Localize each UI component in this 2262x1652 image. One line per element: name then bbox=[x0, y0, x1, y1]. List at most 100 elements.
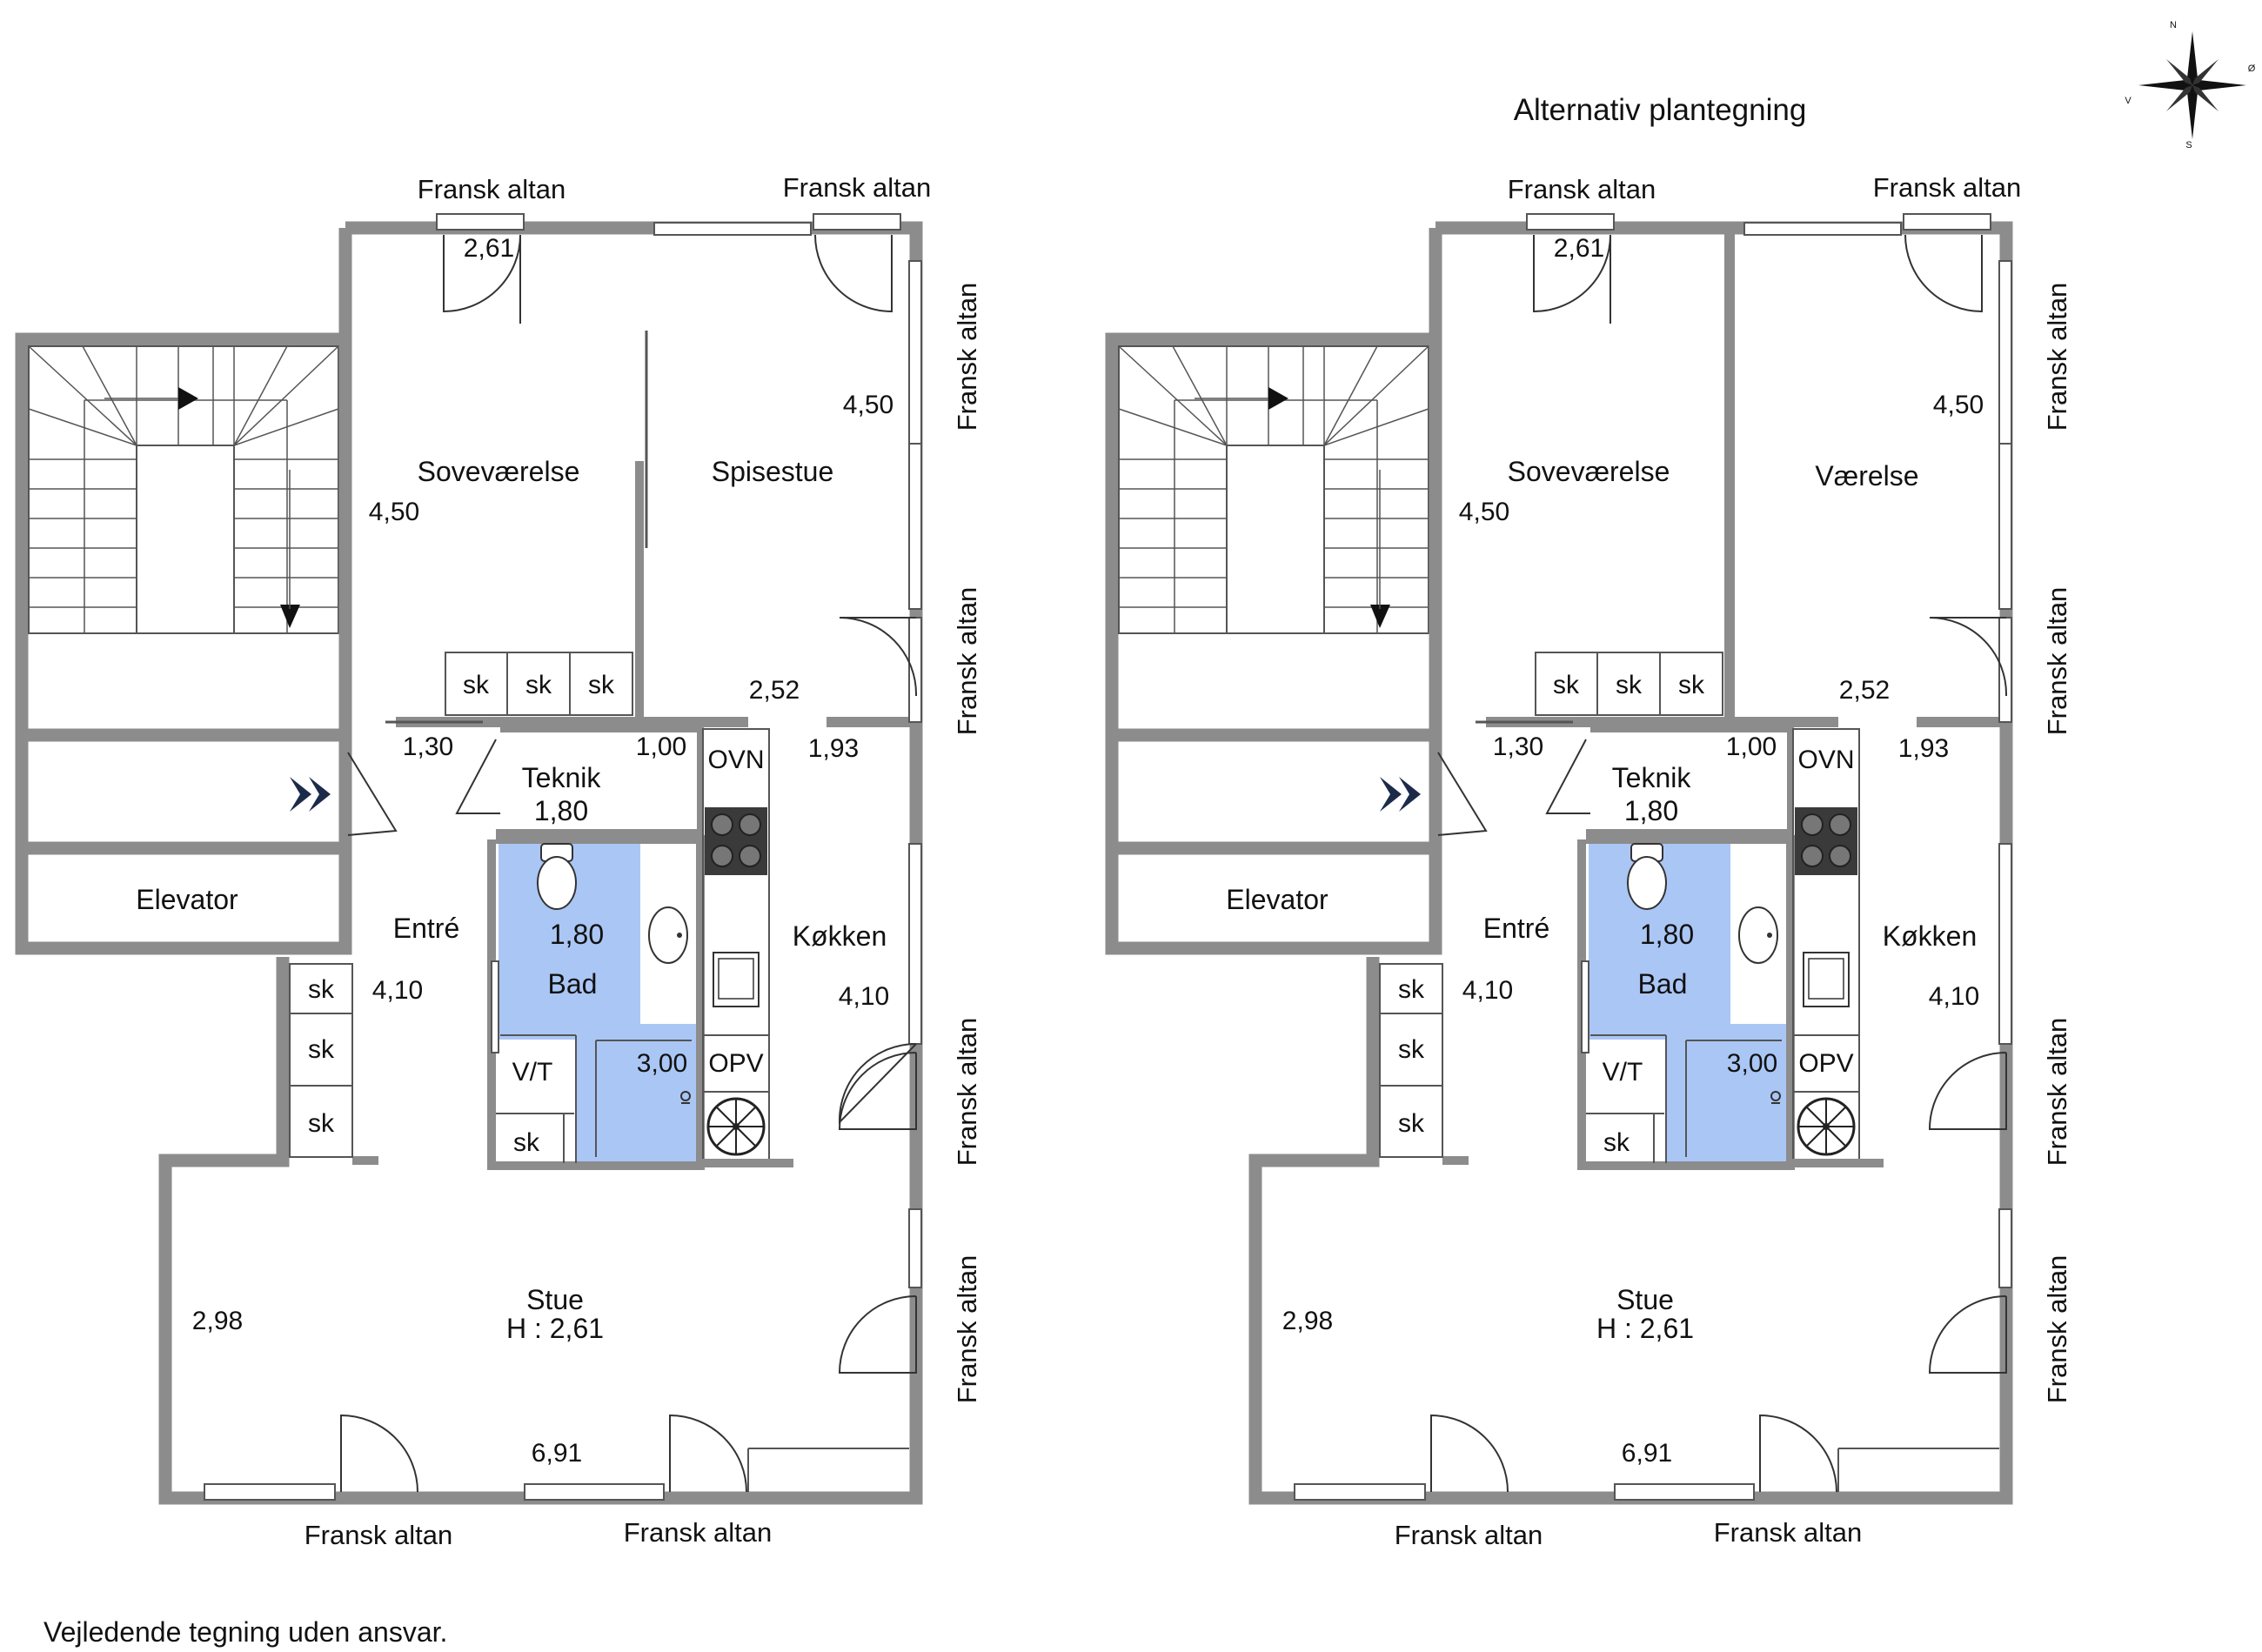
kitchen-label: Køkken bbox=[793, 920, 887, 952]
balcony-label: Fransk altan bbox=[2042, 1255, 2072, 1404]
closets-top: sk sk sk bbox=[1535, 652, 1723, 716]
disclaimer-note: Vejledende tegning uden ansvar. bbox=[44, 1616, 447, 1648]
balcony-door-top-right bbox=[814, 234, 893, 313]
plan-original: Elevator sk sk sk bbox=[15, 172, 982, 1550]
window bbox=[908, 1208, 922, 1288]
balcony-label: Fransk altan bbox=[418, 174, 566, 204]
right-room-label: Værelse bbox=[1815, 460, 1918, 492]
living-label: Stue bbox=[526, 1284, 584, 1315]
balcony-label: Fransk altan bbox=[2042, 587, 2072, 736]
dim-top-door: 2,61 bbox=[464, 234, 514, 263]
window bbox=[908, 260, 922, 445]
balcony-door-right-1 bbox=[1929, 617, 2008, 697]
sink-icon bbox=[648, 906, 688, 964]
balcony-door-right-1 bbox=[839, 617, 918, 697]
dim-right-h: 4,50 bbox=[843, 391, 893, 419]
dim-living-h: 2,98 bbox=[192, 1307, 243, 1335]
balcony-label: Fransk altan bbox=[1714, 1517, 1863, 1548]
balcony-door-bottom-right bbox=[669, 1414, 747, 1493]
balcony-door-right-2-swing bbox=[838, 1052, 917, 1130]
closet-label: sk bbox=[1553, 671, 1580, 699]
balcony-door-top-right bbox=[1904, 234, 1983, 313]
window bbox=[1526, 213, 1615, 231]
dim-entry-h: 4,10 bbox=[1462, 976, 1513, 1005]
window bbox=[908, 443, 922, 610]
closet-label: sk bbox=[308, 1035, 335, 1064]
entry-arrow-icon-part bbox=[1399, 777, 1421, 812]
dim-kitchen-h: 4,10 bbox=[1929, 982, 1979, 1011]
window bbox=[908, 617, 922, 723]
entry-door bbox=[347, 752, 398, 836]
shower-icon bbox=[680, 1091, 691, 1104]
toilet-icon bbox=[1627, 843, 1667, 910]
compass-north-label: N bbox=[2170, 20, 2177, 30]
bath-length-dim: 3,00 bbox=[1727, 1049, 1777, 1078]
toilet-icon bbox=[537, 843, 577, 910]
living-label: Stue bbox=[1616, 1284, 1674, 1315]
balcony-label: Fransk altan bbox=[624, 1517, 773, 1548]
balcony-door-right-2 bbox=[838, 1043, 917, 1125]
window bbox=[1998, 260, 2012, 445]
balcony-door-right-2 bbox=[1928, 1052, 2007, 1130]
teknik-dim: 1,80 bbox=[1624, 795, 1678, 826]
elevator-label: Elevator bbox=[136, 884, 238, 915]
washer-dryer-label: V/T bbox=[1603, 1058, 1643, 1087]
balcony-label: Fransk altan bbox=[2042, 283, 2072, 431]
balcony-door-bottom-left bbox=[340, 1414, 418, 1493]
dim-living-w: 6,91 bbox=[1622, 1439, 1672, 1468]
kitchen-counter bbox=[1792, 728, 1860, 1160]
dim-living-w: 6,91 bbox=[532, 1439, 582, 1468]
entry-arrow-icon bbox=[1380, 777, 1402, 812]
closet-label: sk bbox=[513, 1128, 540, 1157]
closet-label: sk bbox=[1616, 671, 1643, 699]
window bbox=[1998, 443, 2012, 610]
balcony-label: Fransk altan bbox=[952, 587, 982, 736]
dim-teknik-w: 1,00 bbox=[1726, 732, 1777, 761]
page-title: Alternativ plantegning bbox=[1514, 93, 1807, 127]
closet-label: sk bbox=[308, 1109, 335, 1138]
dishwasher-label: OPV bbox=[1798, 1049, 1853, 1078]
balcony-door-bottom-left bbox=[1430, 1414, 1509, 1493]
entry-arrow-icon-part bbox=[309, 777, 331, 812]
teknik-walls bbox=[1586, 726, 1794, 836]
bath-label: Bad bbox=[548, 968, 598, 1000]
window bbox=[813, 213, 901, 231]
washer-dryer-label: V/T bbox=[512, 1058, 553, 1087]
dim-kitchen-h: 4,10 bbox=[839, 982, 889, 1011]
kitchen-label: Køkken bbox=[1883, 920, 1977, 952]
compass-south-label: S bbox=[2185, 140, 2192, 150]
window bbox=[1998, 617, 2012, 723]
living-height: H : 2,61 bbox=[506, 1313, 604, 1344]
closet-label: sk bbox=[588, 671, 615, 699]
entry-label: Entré bbox=[1483, 913, 1549, 944]
dim-right-h: 4,50 bbox=[1933, 391, 1984, 419]
elevator-label: Elevator bbox=[1226, 884, 1328, 915]
dim-hall-w: 1,93 bbox=[808, 734, 859, 763]
balcony-door-top-left bbox=[443, 234, 521, 313]
teknik-dim: 1,80 bbox=[534, 795, 588, 826]
balcony-door-right-3 bbox=[838, 1295, 917, 1374]
bedroom-label: Soveværelse bbox=[418, 456, 580, 487]
teknik-door bbox=[1545, 739, 1590, 814]
window bbox=[653, 222, 812, 236]
teknik-walls bbox=[496, 726, 704, 836]
bedroom-label: Soveværelse bbox=[1508, 456, 1670, 487]
balcony-door-bottom-right bbox=[1759, 1414, 1837, 1493]
closet-label: sk bbox=[1603, 1128, 1630, 1157]
oven-label: OVN bbox=[707, 746, 764, 774]
plan-alternative: Elevator sk sk sk bbox=[1105, 172, 2072, 1550]
dim-bedroom-h: 4,50 bbox=[369, 498, 419, 526]
window bbox=[1998, 843, 2012, 1045]
closet-label: sk bbox=[1398, 1109, 1425, 1138]
dim-living-h: 2,98 bbox=[1282, 1307, 1333, 1335]
dim-entry-w: 1,30 bbox=[1493, 732, 1543, 761]
window bbox=[436, 213, 525, 231]
kitchen-counter bbox=[702, 728, 770, 1160]
bath-label: Bad bbox=[1638, 968, 1688, 1000]
teknik-door bbox=[455, 739, 500, 814]
window bbox=[908, 843, 922, 1045]
oven-label: OVN bbox=[1797, 746, 1854, 774]
window bbox=[524, 1483, 665, 1501]
shower-icon bbox=[1770, 1091, 1781, 1104]
